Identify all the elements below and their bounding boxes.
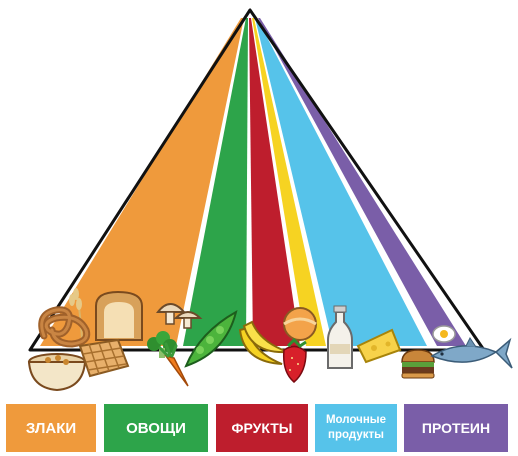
legend-grains-label: ЗЛАКИ xyxy=(25,419,77,437)
legend-dairy: Молочные продукты xyxy=(315,404,397,452)
stripe-dairy xyxy=(255,18,427,346)
cereal-bowl-icon xyxy=(27,353,87,392)
pea-pod-icon xyxy=(184,310,238,368)
cheese-icon xyxy=(356,328,402,364)
stripe-vegetables xyxy=(183,18,248,346)
stripe-oils xyxy=(252,18,326,346)
stripe-protein xyxy=(258,18,466,346)
legend-vegetables: ОВОЩИ xyxy=(104,404,208,452)
legend-grains: ЗЛАКИ xyxy=(6,404,96,452)
melon-icon xyxy=(283,307,317,341)
legend-protein-label: ПРОТЕИН xyxy=(421,420,491,436)
legend-vegetables-label: ОВОЩИ xyxy=(126,419,186,437)
legend-fruits: ФРУКТЫ xyxy=(216,404,308,452)
pretzel-icon xyxy=(38,306,91,348)
food-illustrations xyxy=(27,287,513,392)
egg-icon xyxy=(432,325,456,343)
bread-icon xyxy=(95,290,143,341)
stripe-fruits xyxy=(249,18,300,346)
waffle-icon xyxy=(78,338,130,378)
legend-fruits-label: ФРУКТЫ xyxy=(231,420,293,436)
legend-dairy-label-line2: продукты xyxy=(328,429,384,441)
fish-icon xyxy=(430,337,513,369)
mushroom-icon xyxy=(155,303,203,329)
wheat-icon xyxy=(69,287,83,339)
legend-protein: ПРОТЕИН xyxy=(404,404,508,452)
broccoli-icon xyxy=(147,331,177,358)
burger-icon xyxy=(401,349,435,379)
legend-dairy-label-line1: Молочные xyxy=(325,414,387,426)
strawberry-icon xyxy=(282,337,307,383)
carrot-icon xyxy=(158,342,189,387)
milk-bottle-icon xyxy=(327,305,353,369)
